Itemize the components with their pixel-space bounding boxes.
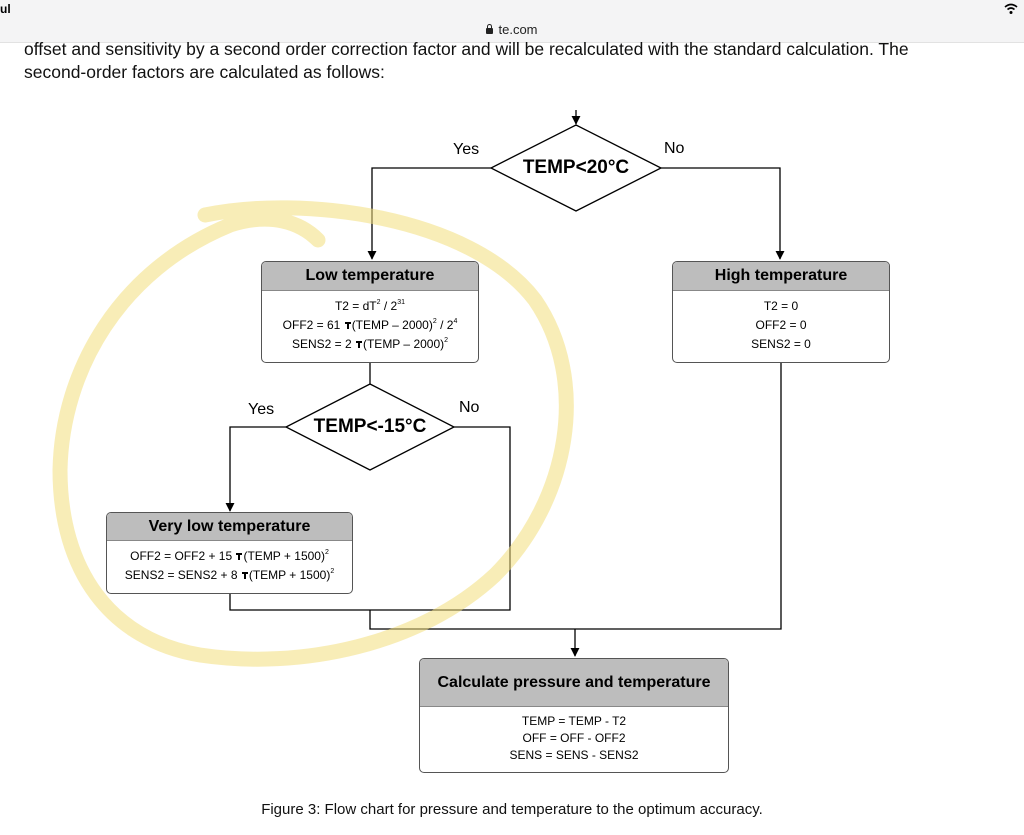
calculate-formulas: TEMP = TEMP - T2 OFF = OFF - OFF2 SENS =… <box>420 707 728 764</box>
wifi-icon <box>1004 3 1018 14</box>
multiply-glyph <box>241 572 248 579</box>
decision-diamond-2 <box>284 383 456 471</box>
lock-icon <box>486 24 494 34</box>
yes-connector-2 <box>225 426 286 512</box>
low-off2-formula: OFF2 = 61 (TEMP – 2000)2 / 24 <box>282 318 458 332</box>
very-low-temperature-box: Very low temperature OFF2 = OFF2 + 15 (T… <box>106 512 353 594</box>
multiply-glyph <box>355 341 362 348</box>
intro-line-1: offset and sensitivity by a second order… <box>24 39 909 59</box>
high-temperature-formulas: T2 = 0 OFF2 = 0 SENS2 = 0 <box>673 291 889 354</box>
very-low-off2-formula: OFF2 = OFF2 + 15 (TEMP + 1500)2 <box>130 549 329 563</box>
decision-1-no-label: No <box>664 140 685 157</box>
high-temperature-box: High temperature T2 = 0 OFF2 = 0 SENS2 =… <box>672 261 890 363</box>
no-connector-2 <box>229 426 511 611</box>
high-sens2-formula: SENS2 = 0 <box>751 337 811 351</box>
very-low-temperature-title: Very low temperature <box>107 513 352 541</box>
high-off2-formula: OFF2 = 0 <box>755 318 807 332</box>
highlight-circle <box>52 200 574 667</box>
intro-line-2: second-order factors are calculated as f… <box>24 62 385 82</box>
multiply-glyph <box>344 322 351 329</box>
intro-paragraph: offset and sensitivity by a second order… <box>24 38 1004 84</box>
url-text: te.com <box>498 22 538 37</box>
decision-2-no-label: No <box>459 399 480 416</box>
calc-off-formula: OFF = OFF - OFF2 <box>522 731 626 745</box>
low-sens2-formula: SENS2 = 2 (TEMP – 2000)2 <box>291 337 449 351</box>
low-t2-formula: T2 = dT2 / 231 <box>334 299 406 313</box>
carrier-text: ul <box>0 2 11 16</box>
browser-status-bar: ul te.com <box>0 0 1024 43</box>
calculate-box: Calculate pressure and temperature TEMP … <box>419 658 729 773</box>
yes-connector-1 <box>367 167 491 260</box>
very-low-temperature-formulas: OFF2 = OFF2 + 15 (TEMP + 1500)2 SENS2 = … <box>107 541 352 585</box>
low-temperature-box: Low temperature T2 = dT2 / 231 OFF2 = 61… <box>261 261 479 363</box>
figure-caption: Figure 3: Flow chart for pressure and te… <box>261 801 763 818</box>
decision-diamond-1 <box>489 124 663 212</box>
high-temperature-title: High temperature <box>673 262 889 291</box>
address-bar[interactable]: te.com <box>0 22 1024 37</box>
decision-1-yes-label: Yes <box>453 141 480 158</box>
calc-temp-formula: TEMP = TEMP - T2 <box>521 714 627 728</box>
multiply-glyph <box>236 553 243 560</box>
no-connector-1 <box>661 167 785 260</box>
very-low-sens2-formula: SENS2 = SENS2 + 8 (TEMP + 1500)2 <box>124 568 335 582</box>
high-t2-formula: T2 = 0 <box>763 299 799 313</box>
low-temperature-formulas: T2 = dT2 / 231 OFF2 = 61 (TEMP – 2000)2 … <box>262 291 478 354</box>
calculate-title: Calculate pressure and temperature <box>420 659 728 707</box>
low-temperature-title: Low temperature <box>262 262 478 291</box>
decision-1-condition: TEMP<20°C <box>522 157 630 178</box>
calc-sens-formula: SENS = SENS - SENS2 <box>509 748 639 762</box>
merge-connector <box>369 362 782 630</box>
decision-2-condition: TEMP<-15°C <box>313 416 427 437</box>
decision-2-yes-label: Yes <box>248 401 275 418</box>
